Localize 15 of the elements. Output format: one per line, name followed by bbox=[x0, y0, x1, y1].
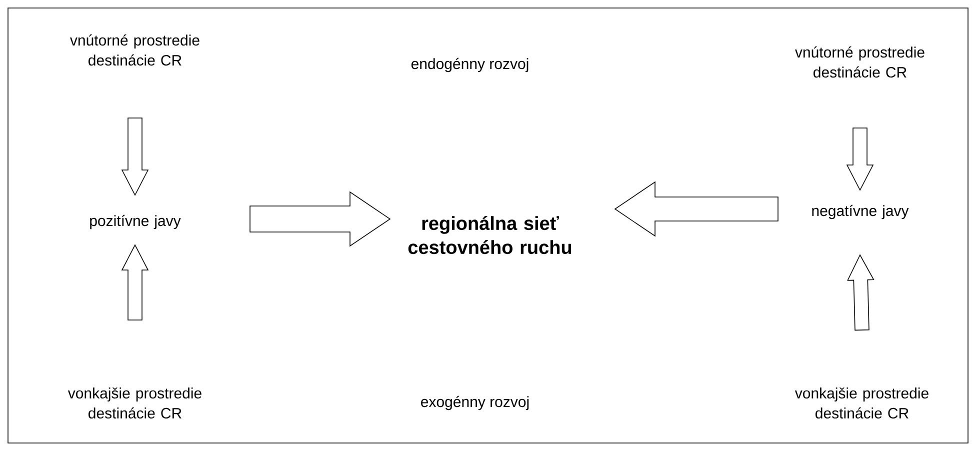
block-arrow bbox=[846, 128, 874, 191]
block-arrow bbox=[847, 254, 874, 331]
development-label: endogénny rozvoj bbox=[411, 58, 528, 72]
block-arrow bbox=[250, 191, 391, 247]
term-label: vnútorné prostredie destinácie CR bbox=[795, 46, 924, 78]
term-label: vnútorné prostredie destinácie CR bbox=[70, 34, 200, 66]
block-arrow bbox=[614, 181, 778, 237]
development-label: exogénny rozvoj bbox=[421, 396, 529, 410]
term-label: pozitívne javy bbox=[90, 214, 181, 230]
term-label: vonkajšie prostredie destinácie CR bbox=[794, 387, 928, 419]
term-label: vonkajšie prostredie destinácie CR bbox=[68, 387, 202, 419]
block-arrow bbox=[121, 118, 149, 196]
central-heading: regionálna sieť cestovného ruchu bbox=[408, 216, 572, 254]
block-arrow bbox=[121, 244, 149, 320]
term-label: negatívne javy bbox=[812, 204, 909, 220]
